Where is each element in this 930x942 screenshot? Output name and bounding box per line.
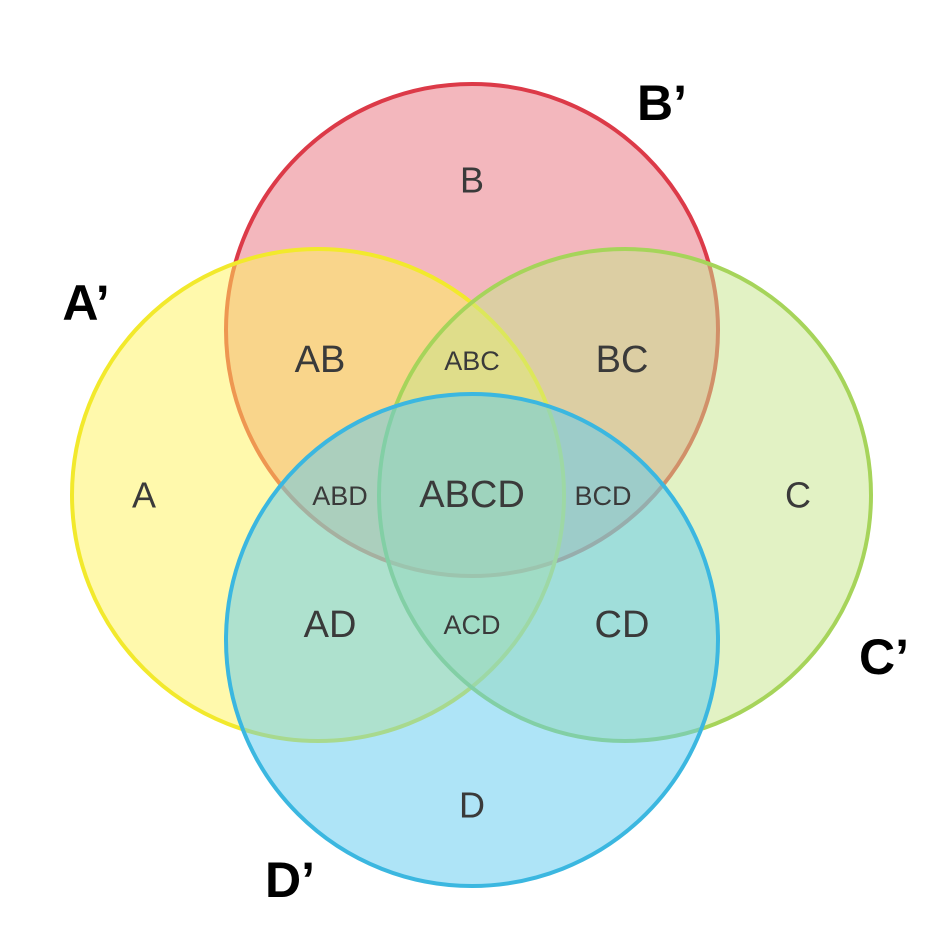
outer-label-c-prime: C’ [859,629,909,685]
region-label-cd: CD [595,604,650,646]
circle-d [224,392,720,888]
region-label-ad: AD [304,604,357,646]
region-label-d: D [459,785,485,826]
region-label-acd: ACD [443,610,500,640]
outer-label-d-prime: D’ [265,852,315,908]
region-label-ab: AB [295,339,346,381]
region-label-abd: ABD [312,481,368,511]
outer-label-a-prime: A’ [62,275,109,331]
outer-label-b-prime: B’ [637,75,687,131]
region-label-abcd: ABCD [419,474,525,516]
region-label-c: C [785,475,811,516]
region-label-b: B [460,160,484,201]
region-label-abc: ABC [444,346,500,376]
region-label-bcd: BCD [574,481,631,511]
region-label-bc: BC [596,339,649,381]
region-label-a: A [132,475,156,516]
